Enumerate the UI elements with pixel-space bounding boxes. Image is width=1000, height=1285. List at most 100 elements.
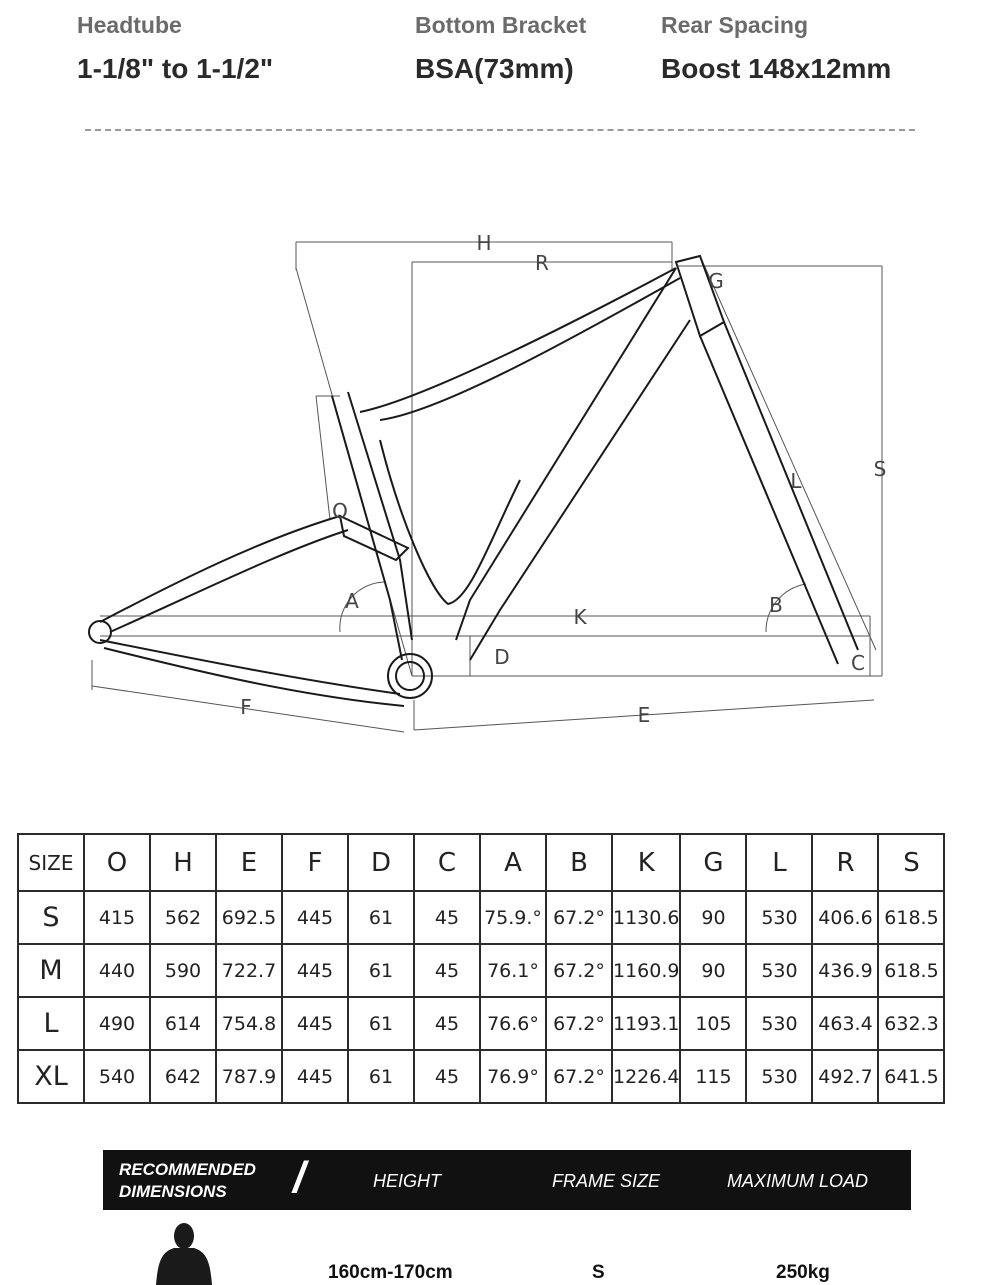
- label-c: C: [851, 651, 865, 675]
- header-cell: E: [215, 833, 283, 892]
- label-g: G: [708, 269, 724, 293]
- recommended-frame-size-value: S: [592, 1262, 605, 1283]
- table-cell: 692.5: [215, 890, 283, 945]
- table-cell: 67.2°: [545, 1049, 613, 1104]
- table-cell: 67.2°: [545, 996, 613, 1051]
- table-cell: 45: [413, 996, 481, 1051]
- table-cell: 641.5: [877, 1049, 946, 1104]
- table-row: M 440 590 722.7 445 61 45 76.1° 67.2° 11…: [17, 943, 946, 998]
- spec-label: Rear Spacing: [661, 12, 808, 38]
- spec-label: Bottom Bracket: [415, 12, 587, 38]
- label-e: E: [638, 703, 651, 727]
- frame-geometry-diagram: H R G S L O A B K D C F E: [88, 231, 887, 733]
- label-k: K: [573, 605, 587, 629]
- table-cell: 76.1°: [479, 943, 547, 998]
- table-cell: 76.6°: [479, 996, 547, 1051]
- table-cell: 530: [745, 943, 814, 998]
- header-cell: L: [745, 833, 814, 892]
- table-cell: 530: [745, 996, 814, 1051]
- table-cell: 61: [347, 996, 415, 1051]
- table-cell: 415: [83, 890, 151, 945]
- dashed-divider: [85, 129, 915, 131]
- table-cell: 1130.6: [610, 890, 682, 945]
- header-cell: A: [479, 833, 547, 892]
- table-cell: M: [17, 943, 85, 998]
- spec-value: 1-1/8" to 1-1/2": [77, 53, 274, 84]
- header-cell: G: [679, 833, 748, 892]
- table-cell: 754.8: [215, 996, 283, 1051]
- table-cell: 406.6: [811, 890, 880, 945]
- table-cell: 530: [745, 890, 814, 945]
- table-cell: 618.5: [877, 943, 946, 998]
- table-row: L 490 614 754.8 445 61 45 76.6° 67.2° 11…: [17, 996, 946, 1051]
- table-cell: L: [17, 996, 85, 1051]
- label-l: L: [790, 469, 802, 493]
- table-header-row: SIZE O H E F D C A B K G L R S: [17, 833, 946, 892]
- geometry-table: SIZE O H E F D C A B K G L R S S 415 562…: [17, 833, 946, 1104]
- table-cell: 445: [281, 943, 349, 998]
- table-cell: 61: [347, 1049, 415, 1104]
- label-h: H: [476, 231, 491, 255]
- recommended-max-load-value: 250kg: [776, 1262, 830, 1283]
- table-cell: 45: [413, 890, 481, 945]
- table-cell: 722.7: [215, 943, 283, 998]
- spec-value: BSA(73mm): [415, 53, 574, 84]
- table-cell: 1160.9: [610, 943, 682, 998]
- table-cell: 105: [679, 996, 748, 1051]
- label-d: D: [494, 645, 509, 669]
- header-cell: O: [83, 833, 151, 892]
- table-cell: XL: [17, 1049, 85, 1104]
- spec-rear-spacing: Rear Spacing Boost 148x12mm: [661, 12, 891, 85]
- table-cell: 618.5: [877, 890, 946, 945]
- rider-silhouette-icon: [156, 1223, 212, 1285]
- column-frame-size: FRAME SIZE: [552, 1171, 661, 1191]
- header-cell: H: [149, 833, 217, 892]
- spec-bottom-bracket: Bottom Bracket BSA(73mm): [415, 12, 586, 85]
- table-cell: 642: [149, 1049, 217, 1104]
- header-cell: R: [811, 833, 880, 892]
- table-cell: 787.9: [215, 1049, 283, 1104]
- spec-headtube: Headtube 1-1/8" to 1-1/2": [77, 12, 273, 85]
- recommended-title-line1: RECOMMENDED: [119, 1160, 256, 1179]
- table-cell: 562: [149, 890, 217, 945]
- table-cell: 76.9°: [479, 1049, 547, 1104]
- label-o: O: [332, 499, 348, 523]
- table-cell: S: [17, 890, 85, 945]
- table-cell: 632.3: [877, 996, 946, 1051]
- table-cell: 463.4: [811, 996, 880, 1051]
- table-row: XL 540 642 787.9 445 61 45 76.9° 67.2° 1…: [17, 1049, 946, 1104]
- slash-divider: /: [293, 1153, 306, 1202]
- label-f: F: [240, 695, 252, 719]
- recommended-height-value: 160cm-170cm: [328, 1262, 453, 1283]
- column-height: HEIGHT: [373, 1171, 442, 1191]
- table-cell: 490: [83, 996, 151, 1051]
- header-cell: B: [545, 833, 613, 892]
- column-maximum-load: MAXIMUM LOAD: [727, 1171, 869, 1191]
- table-cell: 540: [83, 1049, 151, 1104]
- table-cell: 614: [149, 996, 217, 1051]
- recommended-title-line2: DIMENSIONS: [119, 1182, 227, 1201]
- label-s: S: [874, 457, 887, 481]
- header-cell: F: [281, 833, 349, 892]
- recommended-title: RECOMMENDED DIMENSIONS: [119, 1159, 299, 1203]
- label-b: B: [769, 593, 783, 617]
- table-cell: 90: [679, 943, 748, 998]
- header-cell: D: [347, 833, 415, 892]
- header-cell: C: [413, 833, 481, 892]
- table-cell: 1226.4: [610, 1049, 682, 1104]
- header-cell: SIZE: [17, 833, 85, 892]
- header-cell: S: [877, 833, 946, 892]
- spec-label: Headtube: [77, 12, 182, 38]
- recommended-dimensions-bar: RECOMMENDED DIMENSIONS / HEIGHT FRAME SI…: [103, 1150, 911, 1210]
- header-cell: K: [610, 833, 682, 892]
- table-cell: 530: [745, 1049, 814, 1104]
- table-cell: 45: [413, 1049, 481, 1104]
- table-cell: 61: [347, 890, 415, 945]
- table-cell: 492.7: [811, 1049, 880, 1104]
- label-a: A: [345, 589, 359, 613]
- table-cell: 75.9.°: [479, 890, 547, 945]
- table-row: S 415 562 692.5 445 61 45 75.9.° 67.2° 1…: [17, 890, 946, 945]
- table-cell: 115: [679, 1049, 748, 1104]
- table-cell: 1193.1: [610, 996, 682, 1051]
- table-cell: 445: [281, 996, 349, 1051]
